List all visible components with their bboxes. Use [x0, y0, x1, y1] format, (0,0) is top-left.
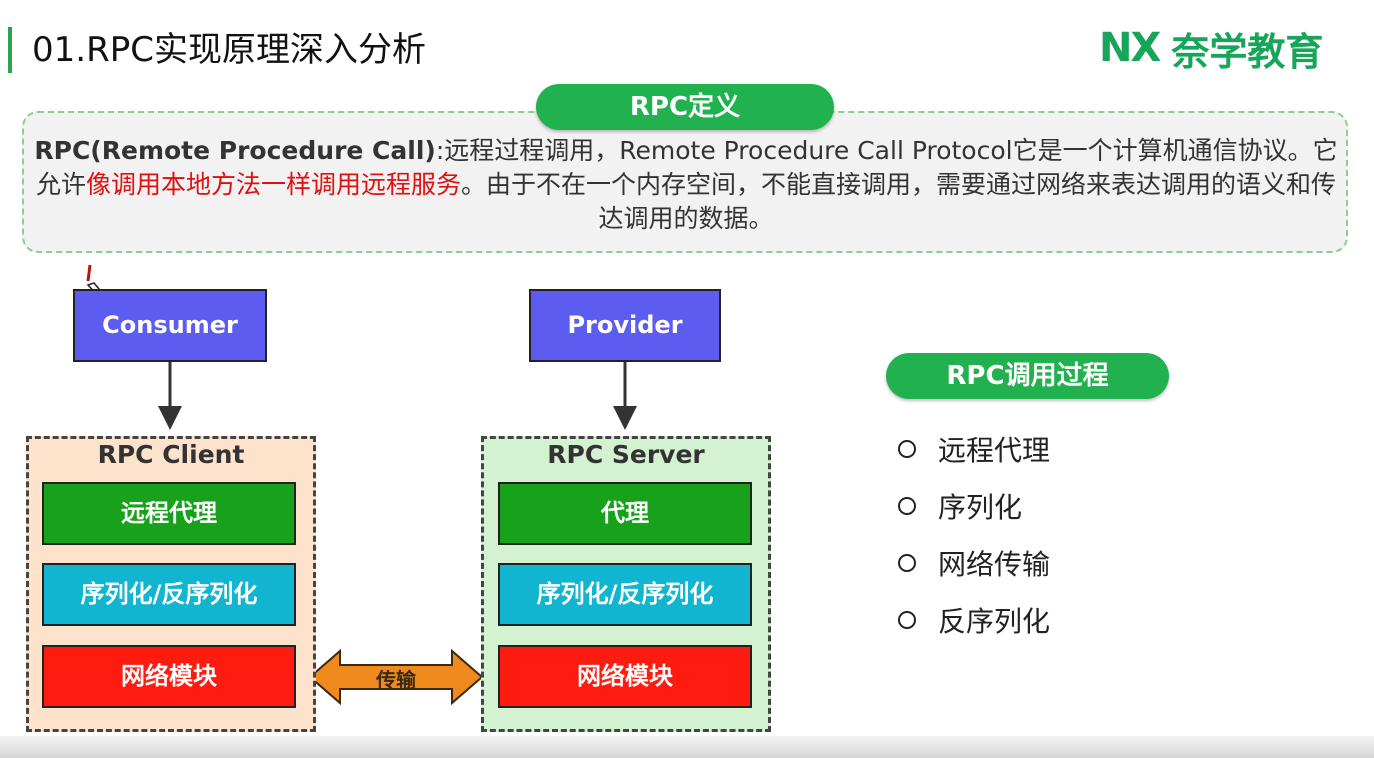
definition-heading: RPC定义	[536, 84, 834, 130]
bottom-shade	[0, 736, 1374, 758]
process-step-label: 远程代理	[938, 433, 1051, 467]
circle-bullet-icon	[898, 610, 916, 629]
rpc-client-label: RPC Client	[97, 440, 245, 469]
slide-title: 01.RPC实现原理深入分析	[32, 30, 426, 70]
circle-bullet-icon	[898, 439, 916, 458]
provider-to-server-arrow	[613, 362, 637, 430]
definition-text: RPC(Remote Procedure Call):远程过程调用，Remote…	[30, 134, 1342, 236]
provider-box: Provider	[529, 289, 721, 362]
client-module-network: 网络模块	[42, 645, 296, 708]
consumer-to-client-arrow	[158, 362, 182, 430]
logo-mark: NX	[1099, 25, 1161, 71]
process-step: 远程代理	[898, 420, 1050, 477]
consumer-box: Consumer	[73, 289, 267, 362]
rpc-server-label: RPC Server	[547, 440, 705, 469]
client-module-serialization: 序列化/反序列化	[42, 563, 296, 626]
transfer-label: 传输	[376, 668, 416, 692]
process-step-label: 序列化	[938, 490, 1023, 524]
server-module-proxy: 代理	[498, 482, 752, 545]
circle-bullet-icon	[898, 553, 916, 572]
definition-highlight: 像调用本地方法一样调用远程服务	[85, 170, 461, 199]
definition-part2: 。由于不在一个内存空间，不能直接调用，需要通过网络来表达调用的语义和传达调用的数…	[461, 170, 1337, 233]
definition-part1: :远程过程调用，Remote Procedure Call Protocol它是…	[35, 136, 1338, 199]
circle-bullet-icon	[898, 496, 916, 515]
logo-text: 奈学教育	[1171, 29, 1324, 74]
process-heading: RPC调用过程	[886, 353, 1169, 399]
process-step: 序列化	[898, 477, 1050, 534]
process-steps-list: 远程代理 序列化 网络传输 反序列化	[898, 420, 1050, 648]
process-step: 反序列化	[898, 591, 1050, 648]
process-step: 网络传输	[898, 534, 1050, 591]
brand-logo: NX 奈学教育	[1099, 23, 1324, 74]
definition-panel	[22, 111, 1348, 253]
process-step-label: 网络传输	[938, 547, 1051, 581]
client-module-proxy: 远程代理	[42, 482, 296, 545]
process-step-label: 反序列化	[938, 604, 1051, 638]
server-module-network: 网络模块	[498, 645, 752, 708]
title-accent-bar	[8, 27, 12, 73]
server-module-serialization: 序列化/反序列化	[498, 563, 752, 626]
definition-term: RPC(Remote Procedure Call)	[34, 136, 436, 165]
